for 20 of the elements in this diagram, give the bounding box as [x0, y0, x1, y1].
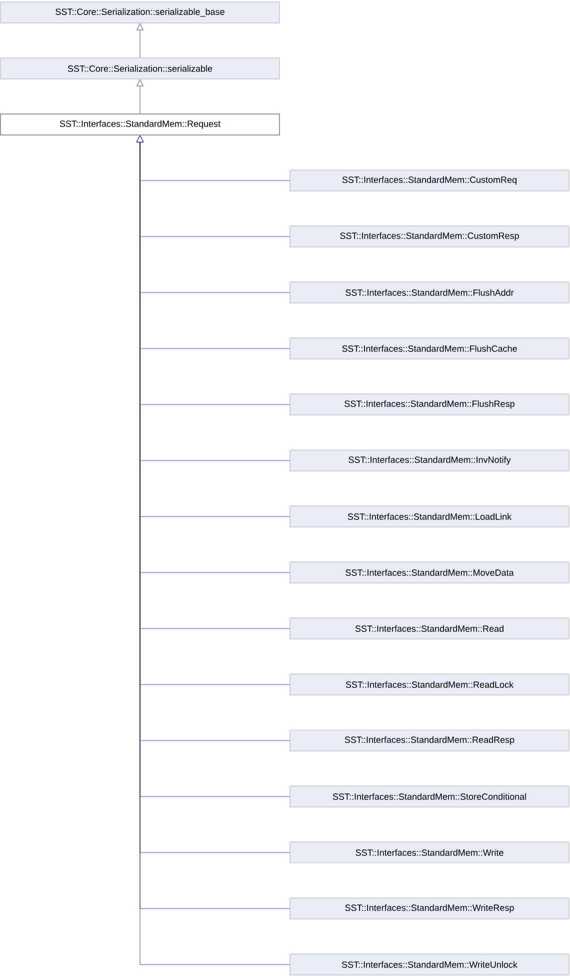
class-box: SST::Interfaces::StandardMem::LoadLink	[290, 506, 570, 528]
inheritance-arrow	[136, 79, 144, 114]
inheritance-arrow	[136, 23, 144, 58]
class-box: SST::Interfaces::StandardMem::WriteUnlock	[290, 954, 570, 976]
class-box: SST::Interfaces::StandardMem::WriteResp	[290, 898, 570, 920]
class-box: SST::Interfaces::StandardMem::FlushResp	[290, 394, 570, 416]
class-box: SST::Interfaces::StandardMem::Read	[290, 618, 570, 640]
class-box: SST::Interfaces::StandardMem::InvNotify	[290, 450, 570, 472]
class-box: SST::Interfaces::StandardMem::ReadLock	[290, 674, 570, 696]
class-box: SST::Interfaces::StandardMem::CustomReq	[290, 170, 570, 192]
class-box: SST::Core::Serialization::serializable_base	[0, 2, 280, 24]
class-box: SST::Interfaces::StandardMem::ReadResp	[290, 730, 570, 752]
class-box: SST::Core::Serialization::serializable	[0, 58, 280, 80]
class-box: SST::Interfaces::StandardMem::FlushCache	[290, 338, 570, 360]
class-box: SST::Interfaces::StandardMem::Request	[0, 114, 280, 136]
class-box: SST::Interfaces::StandardMem::CustomResp	[290, 226, 570, 248]
class-box: SST::Interfaces::StandardMem::MoveData	[290, 562, 570, 584]
class-box: SST::Interfaces::StandardMem::StoreConditional	[290, 786, 570, 808]
class-box: SST::Interfaces::StandardMem::Write	[290, 842, 570, 864]
class-box: SST::Interfaces::StandardMem::FlushAddr	[290, 282, 570, 304]
